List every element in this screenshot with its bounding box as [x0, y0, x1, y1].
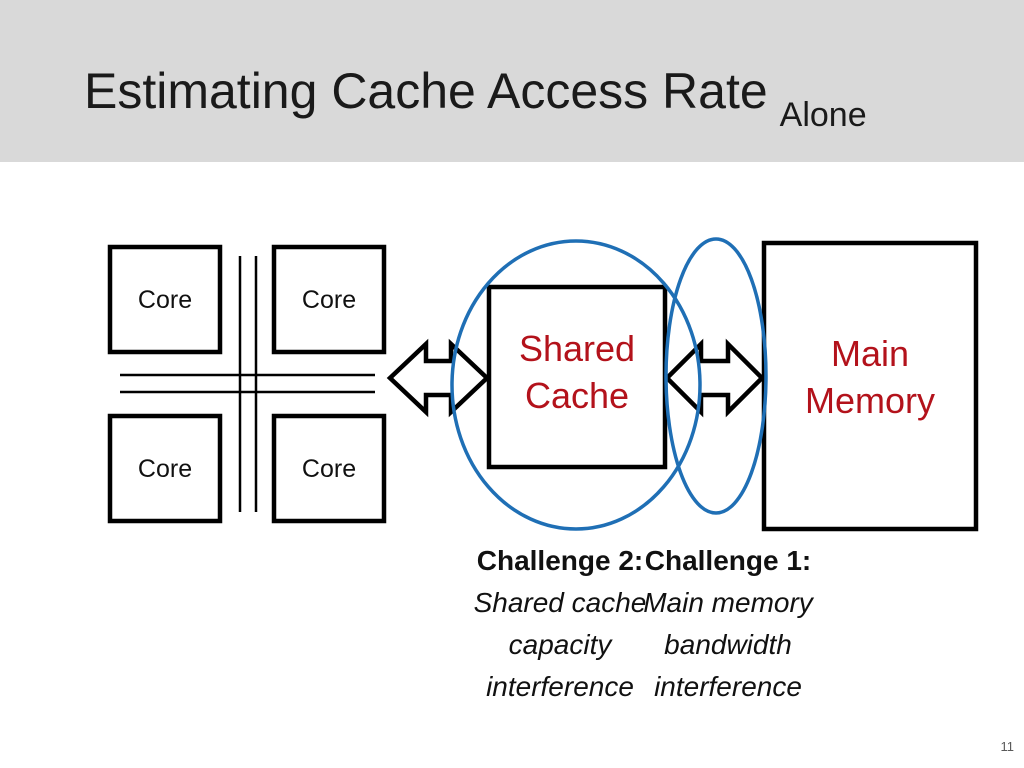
page-number: 11 [1000, 739, 1015, 754]
challenge-1-heading: Challenge 1: [644, 545, 812, 576]
shared-cache-ellipse [450, 239, 702, 531]
title-band [0, 0, 1024, 162]
shared-cache-label: Shared Cache [489, 326, 665, 420]
challenge-1-line-1: Main memory [643, 587, 813, 618]
main-memory-box [761, 240, 979, 532]
title-subscript: Alone [779, 96, 867, 134]
main-memory-label-line-1: Main [830, 333, 910, 374]
core-box-top-right [271, 244, 387, 355]
title-main: Estimating Cache Access Rate [84, 63, 768, 119]
shared-cache-label-line-2: Cache [524, 374, 630, 416]
core-box-bottom-right [271, 413, 387, 524]
challenge-1-line-3: interference [654, 671, 802, 702]
main-memory-label-line-2: Memory [804, 379, 935, 421]
core-label-bottom-left: Core [137, 455, 193, 483]
challenge-2-heading: Challenge 2: [476, 545, 644, 576]
challenge-1-line-2: bandwidth [664, 629, 792, 660]
memory-bandwidth-ellipse [664, 237, 768, 515]
main-memory-label: Main Memory [764, 331, 976, 425]
double-arrow-cores-cache [386, 338, 491, 418]
challenge-2-caption: Challenge 2: Shared cache capacity inter… [450, 540, 670, 708]
challenge-2-line-1: Shared cache [473, 587, 647, 618]
core-label-top-left: Core [137, 286, 193, 314]
double-arrow-cache-memory [663, 338, 766, 418]
shared-cache-label-line-1: Shared [518, 328, 636, 369]
core-label-top-right: Core [301, 286, 357, 314]
core-box-top-left [107, 244, 223, 355]
core-label-bottom-right: Core [301, 455, 357, 483]
core-box-bottom-left [107, 413, 223, 524]
challenge-1-caption: Challenge 1: Main memory bandwidth inter… [618, 540, 838, 708]
challenge-2-line-3: interference [486, 671, 634, 702]
challenge-2-line-2: capacity [508, 629, 612, 660]
interconnect-lines [120, 256, 375, 512]
